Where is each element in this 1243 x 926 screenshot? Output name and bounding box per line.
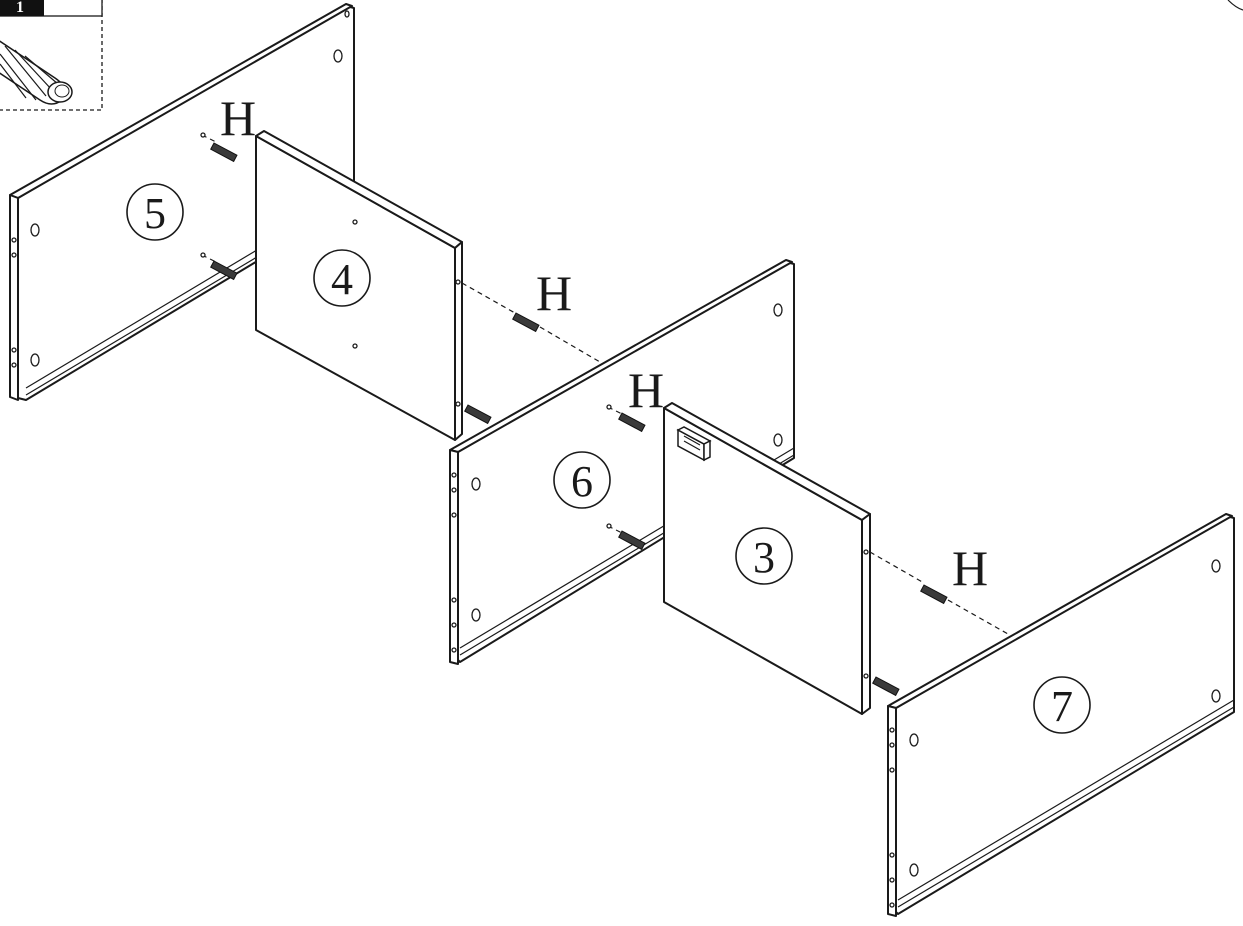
- dowels-4-6: [461, 282, 601, 425]
- hardware-label-h1: H: [220, 90, 256, 146]
- dowels-3-7: [869, 551, 1009, 697]
- hardware-label-h3: H: [628, 362, 664, 418]
- inset-frame: [0, 0, 103, 111]
- hardware-label-h4: H: [952, 540, 988, 596]
- panel-6-label: 6: [571, 457, 593, 506]
- panel-7-label: 7: [1051, 682, 1073, 731]
- panel-4: 4: [255, 130, 463, 441]
- panel-4-label: 4: [331, 255, 353, 304]
- panel-7: 7: [887, 513, 1235, 917]
- panel-6: 6: [449, 259, 795, 665]
- panel-3-label: 3: [753, 533, 775, 582]
- panel-3: 3: [663, 402, 871, 715]
- step-number: 1: [16, 0, 24, 16]
- panel-7-badge: [1033, 676, 1091, 734]
- wooden-dowel-icon: [0, 40, 73, 105]
- hardware-label-h2: H: [536, 265, 572, 321]
- panel-4-badge: [313, 249, 371, 307]
- panel-5-badge: [126, 183, 184, 241]
- dowels-5-4: [200, 132, 238, 281]
- panel-3-badge: [735, 527, 793, 585]
- step-badge: [0, 0, 44, 16]
- panel-6-badge: [553, 451, 611, 509]
- page-corner-mark: [1227, 0, 1243, 11]
- dowels-6-3: [606, 404, 646, 551]
- panel-5: 5: [9, 3, 355, 401]
- magnetic-catch-icon: [676, 426, 712, 462]
- step-inset: 1: [0, 0, 103, 111]
- panel-5-label: 5: [144, 189, 166, 238]
